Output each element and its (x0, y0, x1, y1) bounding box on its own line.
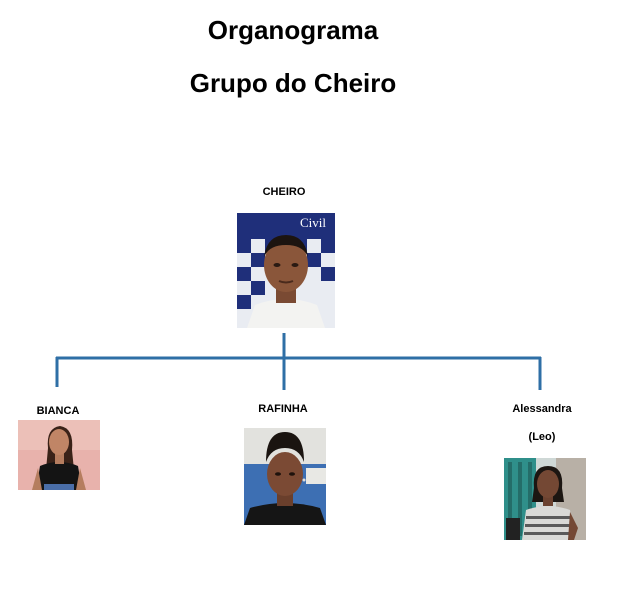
chart-subtitle: Grupo do Cheiro (189, 68, 397, 98)
person-photo-icon (244, 428, 326, 525)
photo-rafinha (244, 428, 326, 525)
person-photo-icon (504, 458, 586, 540)
node-label-cheiro: CHEIRO (262, 186, 306, 198)
badge-text: Civil (300, 215, 326, 230)
person-photo-icon (18, 420, 100, 490)
node-label-rafinha: RAFINHA (258, 403, 308, 415)
photo-cheiro: Civil (237, 213, 335, 328)
photo-alessandra (504, 458, 586, 540)
node-label-bianca: BIANCA (36, 405, 80, 417)
node-alias-alessandra: (Leo) (528, 431, 556, 443)
node-label-alessandra: Alessandra (512, 403, 572, 415)
photo-bianca (18, 420, 100, 490)
person-photo-icon: Civil (237, 213, 335, 328)
chart-title: Organograma (207, 15, 379, 45)
